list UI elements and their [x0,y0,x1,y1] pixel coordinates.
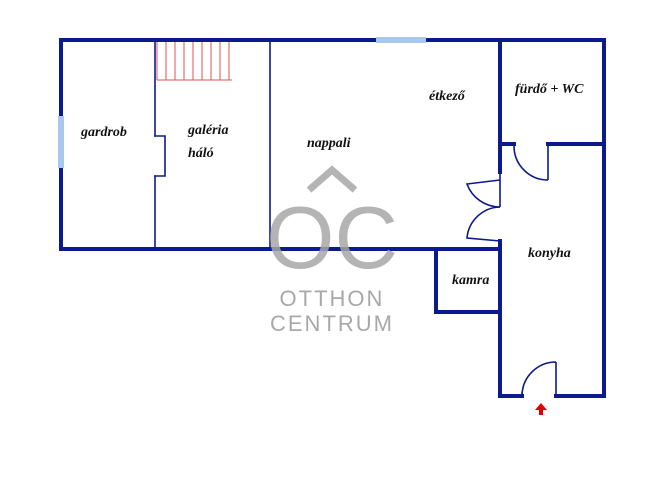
watermark-line2: CENTRUM [270,311,394,336]
wardrobe-door-notch [154,135,166,177]
stairs [156,42,232,81]
watermark: OC OTTHON CENTRUM [266,165,398,336]
watermark-mark: OC [266,188,398,287]
room-label-galeria: galéria [187,123,228,138]
room-label-furdo: fürdő + WC [515,82,584,97]
door-dining-kitchen-lower [466,206,501,242]
window-top [376,37,426,43]
watermark-line1: OTTHON [280,286,385,311]
door-dining-kitchen-upper [465,172,501,208]
room-label-kamra: kamra [452,273,489,288]
room-label-etkezo: étkező [429,89,466,104]
room-label-nappali: nappali [307,136,351,151]
room-label-gardrob: gardrob [80,125,127,140]
door-entrance [521,361,557,397]
walls [59,38,606,398]
window-left [58,116,64,168]
room-label-halo: háló [188,146,214,161]
watermark-roof-icon [306,165,358,193]
room-label-konyha: konyha [528,246,571,261]
entrance-arrow-icon [535,403,547,415]
doors [465,144,557,397]
door-bath [513,144,549,181]
